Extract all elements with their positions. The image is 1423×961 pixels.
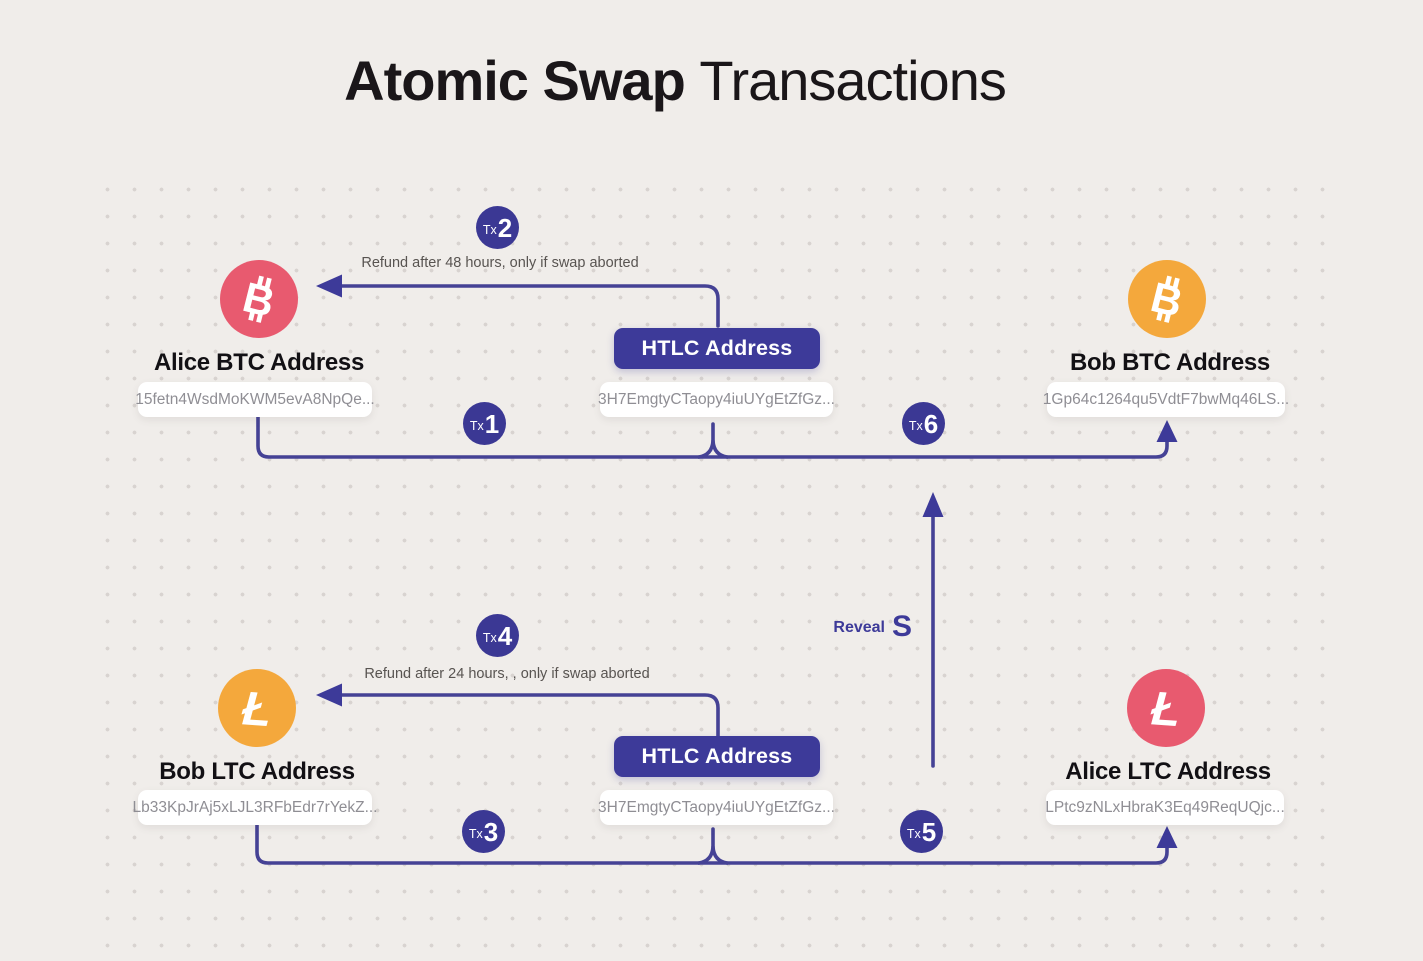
htlc-address-box-bottom: HTLC Address	[614, 736, 820, 777]
bottom-connector-wire	[255, 823, 1169, 865]
tx1-number: 1	[484, 408, 500, 439]
tx3-prefix: Tx	[468, 827, 483, 842]
reveal-s-label: Reveal S	[788, 610, 912, 644]
htlc-bottom-stub-right	[711, 845, 729, 865]
bitcoin-glyph: B	[238, 273, 279, 325]
page-title-light: Transactions	[699, 49, 1006, 112]
tx6-number: 6	[923, 408, 939, 439]
svg-text:B: B	[238, 273, 279, 325]
bob-btc-address-label: Bob BTC Address	[1070, 349, 1270, 376]
page-title: Atomic Swap Transactions	[0, 48, 1350, 113]
bob-btc-address-value: 1Gp64c1264qu5VdtF7bwMq46LS...	[1043, 382, 1289, 417]
litecoin-icon: Ł	[218, 669, 296, 747]
reveal-arrowhead-up-icon	[922, 492, 944, 517]
reveal-word: Reveal	[833, 619, 885, 636]
bob-ltc-address-value: Lb33KpJrAj5xLJL3RFbEdr7rYekZ...	[133, 790, 378, 825]
htlc-top-stub-right	[711, 439, 729, 459]
tx4-number: 4	[497, 620, 513, 651]
tx1-prefix: Tx	[469, 419, 484, 434]
tx6-arrowhead-up-icon	[1156, 420, 1178, 442]
tx2-prefix: Tx	[482, 223, 497, 238]
litecoin-glyph: Ł	[1148, 682, 1182, 734]
litecoin-icon: Ł	[1127, 669, 1205, 747]
litecoin-glyph: Ł	[239, 682, 273, 734]
tx4-prefix: Tx	[482, 631, 497, 646]
tx4-refund-wire	[330, 693, 720, 738]
tx4-arrowhead-left-icon	[316, 683, 342, 707]
bob-ltc-address-label: Bob LTC Address	[159, 758, 355, 785]
alice-btc-address-label: Alice BTC Address	[153, 349, 365, 376]
alice-ltc-address-label: Alice LTC Address	[1065, 758, 1271, 785]
tx6-prefix: Tx	[908, 419, 923, 434]
htlc-bottom-address-value: 3H7EmgtyCTaopy4iuUYgEtZfGz...	[598, 790, 835, 825]
page-title-bold: Atomic Swap	[344, 49, 686, 112]
tx5-number: 5	[921, 816, 937, 847]
tx2-refund-wire	[330, 284, 720, 328]
htlc-top-stub-left	[697, 422, 715, 459]
svg-text:Ł: Ł	[239, 682, 273, 734]
svg-text:B: B	[1146, 273, 1187, 325]
refund-note-top: Refund after 48 hours, only if swap abor…	[361, 255, 639, 271]
reveal-secret: S	[891, 610, 912, 643]
alice-ltc-address-value: LPtc9zNLxHbraK3Eq49ReqUQjc...	[1045, 790, 1285, 825]
bitcoin-icon: B	[1128, 260, 1206, 338]
svg-text:Ł: Ł	[1148, 682, 1182, 734]
bitcoin-glyph: B	[1146, 273, 1187, 325]
tx5-prefix: Tx	[906, 827, 921, 842]
htlc-bottom-stub-left	[697, 827, 715, 865]
tx2-arrowhead-left-icon	[316, 274, 342, 298]
htlc-address-box-top: HTLC Address	[614, 328, 820, 369]
tx5-arrowhead-up-icon	[1156, 826, 1178, 848]
htlc-top-address-value: 3H7EmgtyCTaopy4iuUYgEtZfGz...	[598, 382, 835, 417]
tx3-number: 3	[483, 816, 499, 847]
bitcoin-icon: B	[220, 260, 298, 338]
refund-note-bottom: Refund after 24 hours, , only if swap ab…	[364, 666, 650, 682]
tx2-number: 2	[497, 212, 513, 243]
top-connector-wire	[256, 415, 1169, 459]
alice-btc-address-value: 15fetn4WsdMoKWM5evA8NpQe...	[135, 382, 375, 417]
